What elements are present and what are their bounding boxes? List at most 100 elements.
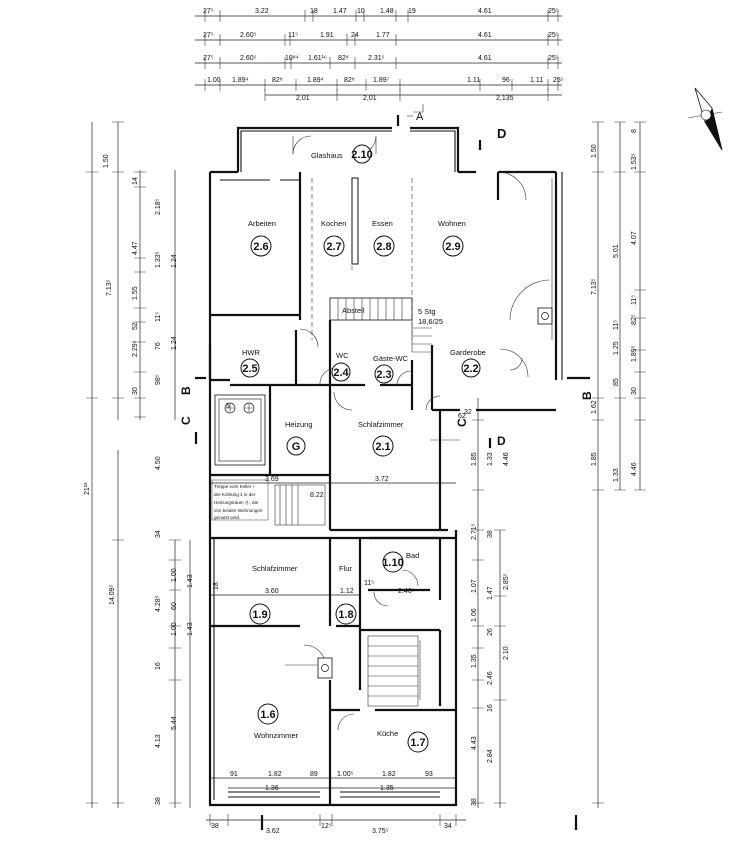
right-dimension-chains: 1.50 8 1.53⁵ 5.01 4.07 7.13⁵ 11⁵ 82⁵ 11⁵…	[464, 121, 646, 808]
dim-inner-k: 1.82	[268, 771, 282, 778]
dim-left-ad: 18	[213, 582, 220, 590]
room-badge-2-9: 2.9	[442, 235, 464, 257]
room-badge-2-2: 2.2	[461, 358, 481, 378]
dim-left-aa: 4.13	[155, 734, 162, 748]
dim-left-ac: 38	[155, 797, 162, 805]
section-mark-a: A	[416, 111, 424, 123]
dim-right-ad: 2.46	[487, 671, 494, 685]
room-name-gaeste-wc: Gäste-WC	[373, 354, 409, 363]
dim-right-ae: 16	[487, 704, 494, 712]
dim-right-w: 1.47	[487, 586, 494, 600]
dim-top-4f: 1.89⁷	[373, 77, 390, 84]
dim-inner-p: 62	[458, 413, 466, 420]
dim-right-z: 1.06	[471, 608, 478, 622]
room-labels: Glashaus 2.10 Arbeiten 2.6 Kochen 2.7 Es…	[240, 144, 486, 753]
dim-top-2h: 25⁵	[548, 32, 559, 39]
dim-left-l: 76	[155, 342, 162, 350]
dim-top-4a: 1.00	[207, 77, 221, 84]
dim-top-3e: 82⁸	[338, 55, 349, 62]
dim-top-3f: 2.31⁵	[368, 55, 385, 62]
section-mark-c-left: C	[179, 416, 193, 425]
dim-right-s: 1.33	[487, 452, 494, 466]
north-arrow-icon	[687, 87, 723, 151]
dim-inner-m: 1.00⁵	[337, 771, 354, 778]
room-badge-2-8: 2.8	[373, 235, 395, 257]
room-badge-1-9: 1.9	[249, 603, 271, 625]
dim-top-3d: 1.61¹⁶	[308, 55, 327, 62]
dim-inner-o: 93	[425, 771, 433, 778]
room-badge-1-8: 1.8	[335, 603, 357, 625]
dim-top-1e: 10	[357, 8, 365, 15]
dim-left-c: 2.18⁵	[155, 198, 162, 215]
dim-top-2e: 24	[351, 32, 359, 39]
dim-top-2c: 11⁵	[288, 32, 298, 39]
svg-text:G: G	[292, 441, 301, 453]
boiler-note-3: Heizungsraum ⓖ, die	[214, 499, 259, 506]
dim-right-v: 38	[487, 530, 494, 538]
dim-right-y: 1.07	[471, 579, 478, 593]
dim-right-ac: 1.35	[471, 654, 478, 668]
svg-text:2.5: 2.5	[242, 363, 257, 375]
room-badge-1-10: 1.10	[382, 551, 404, 573]
room-name-arbeiten: Arbeiten	[248, 219, 276, 228]
dim-left-x: 1.00	[171, 622, 178, 636]
dim-left-n: 30	[132, 387, 139, 395]
dim-inner-l: 89	[310, 771, 318, 778]
dim-left-o: 98⁵	[155, 374, 162, 385]
room-badge-2-3: 2.3	[374, 364, 394, 384]
section-mark-c-right: C	[455, 418, 469, 427]
svg-text:2.1: 2.1	[375, 441, 390, 453]
room-badge-1-7: 1.7	[407, 731, 429, 753]
dim-inner-q: 5	[226, 403, 230, 410]
dim-right-j: 1.25	[613, 341, 620, 355]
dim-inner-j: 91	[230, 771, 238, 778]
dim-right-m: 30	[631, 387, 638, 395]
dim-right-u: 2.71⁵	[471, 523, 478, 540]
dim-bottom-b: 3.62	[266, 828, 280, 835]
dim-left-f: 1.24	[171, 254, 178, 268]
dim-top-3b: 2.60⁵	[240, 55, 257, 62]
room-name-flur: Flur	[339, 564, 352, 573]
dim-top-4h: 96	[502, 77, 510, 84]
dim-right-ai: 32	[464, 409, 472, 416]
dim-inner-b: 8.22	[310, 492, 324, 499]
dim-left-t: 1.00	[171, 568, 178, 582]
room-badge-1-6: 1.6	[257, 703, 279, 725]
dim-left-b: 14	[132, 177, 139, 185]
dim-right-h: 82⁵	[631, 314, 638, 325]
room-name-wohnzimmer: Wohnzimmer	[254, 731, 299, 740]
svg-text:2.6: 2.6	[253, 241, 268, 253]
dim-left-i: 11⁵	[155, 312, 162, 322]
dim-left-k: 2.29⁵	[132, 340, 139, 357]
dim-right-f: 7.13⁵	[591, 278, 598, 295]
boiler-note-1: Treppe vom Keller i	[214, 484, 254, 489]
room-badge-2-6: 2.6	[250, 235, 272, 257]
boiler-note-4: von beiden Wohnungen	[214, 508, 263, 513]
dim-top-1f: 1.48	[380, 8, 394, 15]
svg-text:1.7: 1.7	[410, 737, 425, 749]
dim-left-s: 14.09⁵	[109, 584, 116, 605]
dim-top-2g: 4.61	[478, 32, 492, 39]
inner-dimensions: 3.69 8.22 3.72 3.60 1.12 11⁵ 2.46⁵ 1.36 …	[210, 403, 466, 792]
dim-inner-d: 3.60	[265, 588, 279, 595]
dim-top-3h: 25⁵	[548, 55, 559, 62]
room-name-kochen: Kochen	[321, 219, 346, 228]
dim-top-1g: 19	[408, 8, 416, 15]
dim-left-h: 1.55	[132, 286, 139, 300]
room-name-wohnen: Wohnen	[438, 219, 466, 228]
dim-left-p: 4.50	[155, 456, 162, 470]
room-name-essen: Essen	[372, 219, 393, 228]
dim-right-n: 1.62	[591, 400, 598, 414]
dim-top-4g: 1.11	[467, 77, 480, 84]
dim-left-z: 16	[155, 662, 162, 670]
boiler-note-2: der Kohlung 1 in der	[214, 492, 256, 497]
dim-bottom-e: 34	[444, 823, 452, 830]
dim-top-5a: 2,01	[296, 95, 310, 102]
room-name-schlafzimmer-lower: Schlafzimmer	[252, 564, 298, 573]
section-mark-b-right: B	[580, 391, 594, 400]
boiler-note-5: genutzt wird.	[214, 515, 240, 520]
svg-text:2.7: 2.7	[326, 241, 341, 253]
section-marks: A D B C B C D	[179, 104, 594, 448]
dim-top-2b: 2.60⁵	[240, 32, 257, 39]
